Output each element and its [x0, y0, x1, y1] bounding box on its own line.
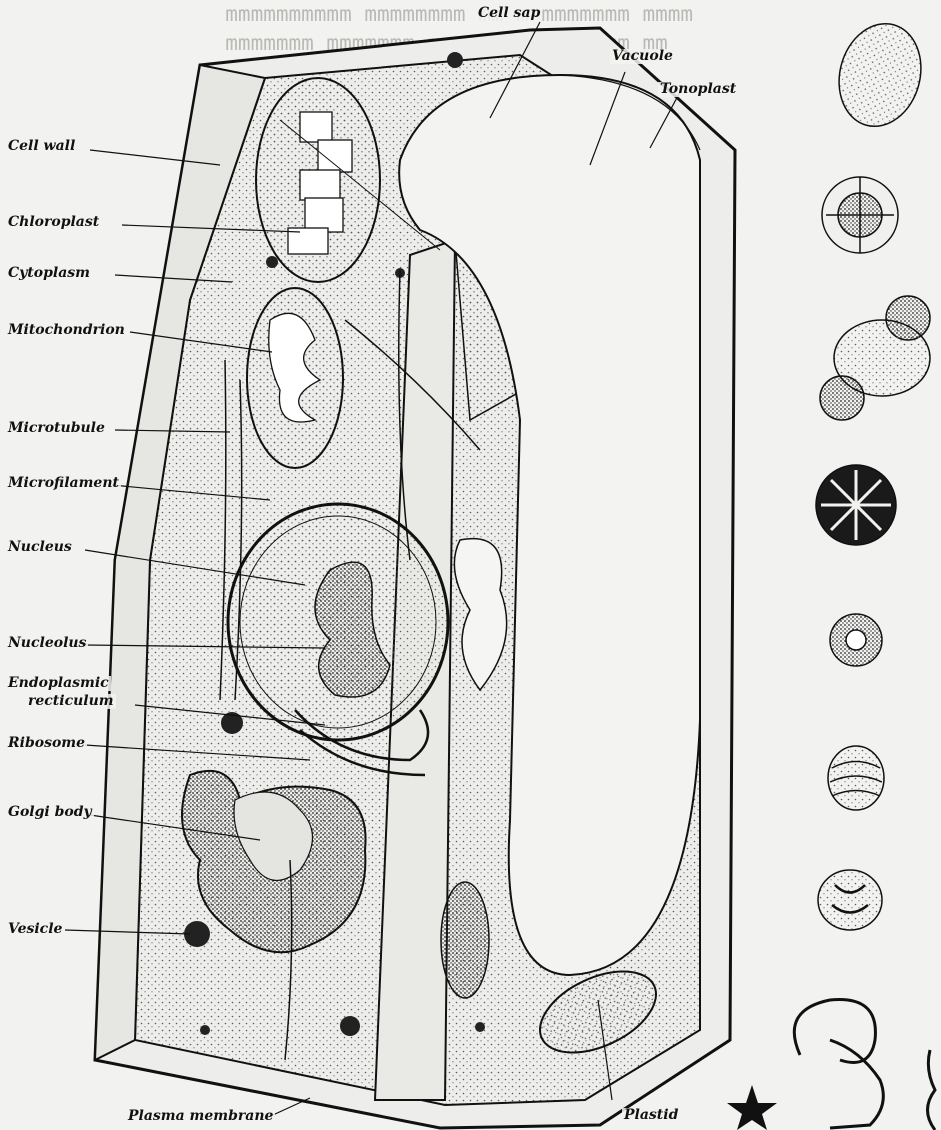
label-mitochondrion: Mitochondrion	[6, 323, 127, 338]
label-plasma-membrane: Plasma membrane	[126, 1109, 275, 1124]
star-icon	[727, 1085, 777, 1130]
oval-pollen-grain	[828, 14, 932, 135]
label-cell-sap: Cell sap	[476, 6, 542, 21]
label-endoplasmic-reticulum-line2: recticulum	[26, 694, 116, 709]
label-ribosome: Ribosome	[6, 736, 87, 751]
double-pollen-grain	[820, 296, 930, 420]
label-plastid: Plastid	[622, 1108, 680, 1123]
label-vesicle: Vesicle	[6, 922, 64, 937]
label-vacuole: Vacuole	[610, 49, 675, 64]
label-cytoplasm: Cytoplasm	[6, 266, 92, 281]
spiky-pollen-grain	[830, 614, 882, 666]
ridged-pollen-grain	[828, 746, 884, 810]
label-chloroplast: Chloroplast	[6, 215, 101, 230]
label-microfilament: Microfilament	[6, 476, 121, 491]
label-tonoplast: Tonoplast	[658, 82, 738, 97]
folded-pollen-grain	[818, 870, 882, 930]
ram-head-drawing	[794, 1000, 935, 1130]
radial-pollen-grain	[822, 177, 898, 253]
label-nucleus: Nucleus	[6, 540, 74, 555]
star-pollen-grain	[816, 465, 896, 545]
label-golgi-body: Golgi body	[6, 805, 94, 820]
label-nucleolus: Nucleolus	[6, 636, 88, 651]
label-microtubule: Microtubule	[6, 421, 107, 436]
pollen-grains	[816, 14, 932, 930]
label-cell-wall: Cell wall	[6, 139, 77, 154]
label-endoplasmic-reticulum-line1: Endoplasmic	[6, 676, 111, 691]
